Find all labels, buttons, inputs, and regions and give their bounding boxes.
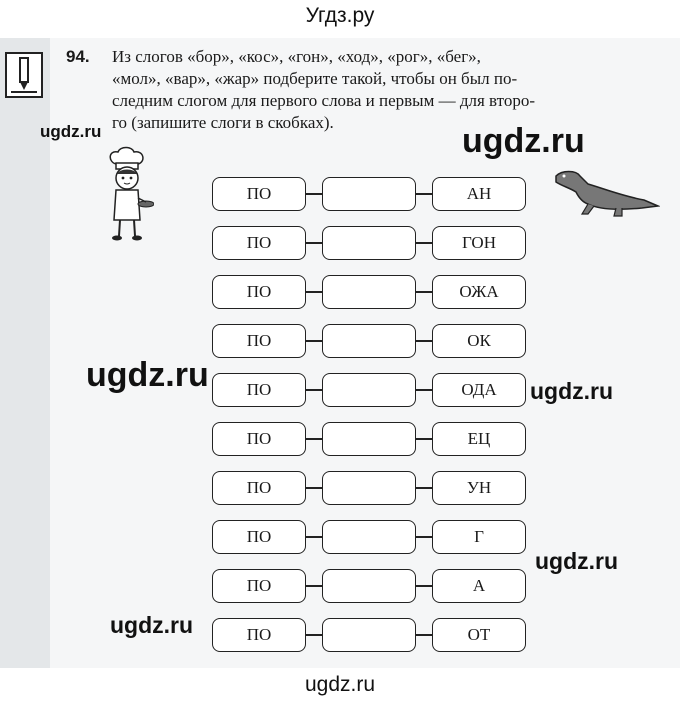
connector-line bbox=[416, 536, 432, 538]
watermark: ugdz.ru bbox=[110, 612, 194, 638]
ending-cell: ЕЦ bbox=[432, 422, 526, 456]
connector-line bbox=[306, 487, 322, 489]
task-line: Из слогов «бор», «кос», «гон», «ход», «р… bbox=[112, 47, 481, 66]
syllable-row: ПО ГОН bbox=[212, 226, 530, 264]
task-line: «мол», «вар», «жар» подберите такой, что… bbox=[112, 69, 518, 88]
watermark: ugdz.ru bbox=[86, 356, 209, 394]
footer-watermark: ugdz.ru bbox=[304, 673, 376, 696]
connector-line bbox=[416, 438, 432, 440]
prefix-cell: ПО bbox=[212, 471, 306, 505]
prefix-cell: ПО bbox=[212, 324, 306, 358]
prefix-cell: ПО bbox=[212, 618, 306, 652]
answer-cell[interactable] bbox=[322, 275, 416, 309]
prefix-cell: ПО bbox=[212, 177, 306, 211]
ending-cell: ОЖА bbox=[432, 275, 526, 309]
lizard-illustration bbox=[555, 170, 660, 217]
ending-cell: ОК bbox=[432, 324, 526, 358]
task-line: го (запишите слоги в скобках). bbox=[112, 113, 334, 132]
watermark: ugdz.ru bbox=[462, 122, 585, 160]
chef-illustration bbox=[109, 146, 154, 241]
connector-line bbox=[306, 242, 322, 244]
ending-cell: ГОН bbox=[432, 226, 526, 260]
ending-cell: АН bbox=[432, 177, 526, 211]
connector-line bbox=[306, 585, 322, 587]
answer-cell[interactable] bbox=[322, 422, 416, 456]
answer-cell[interactable] bbox=[322, 177, 416, 211]
watermark: ugdz.ru bbox=[530, 378, 614, 404]
watermark: ugdz.ru bbox=[40, 122, 102, 141]
prefix-cell: ПО bbox=[212, 373, 306, 407]
connector-line bbox=[416, 585, 432, 587]
syllable-row: ПО А bbox=[212, 569, 530, 607]
syllable-row: ПО ОК bbox=[212, 324, 530, 362]
prefix-cell: ПО bbox=[212, 275, 306, 309]
site-title: Угдз.ру bbox=[305, 4, 375, 27]
connector-line bbox=[416, 487, 432, 489]
answer-cell[interactable] bbox=[322, 520, 416, 554]
answer-cell[interactable] bbox=[322, 226, 416, 260]
connector-line bbox=[416, 291, 432, 293]
ending-cell: А bbox=[432, 569, 526, 603]
connector-line bbox=[416, 193, 432, 195]
task-number: 94. bbox=[66, 47, 90, 66]
syllable-row: ПО ОЖА bbox=[212, 275, 530, 313]
task-instruction: Из слогов «бор», «кос», «гон», «ход», «р… bbox=[112, 46, 654, 134]
ending-cell: Г bbox=[432, 520, 526, 554]
prefix-cell: ПО bbox=[212, 422, 306, 456]
syllable-row: ПО ОДА bbox=[212, 373, 530, 411]
task-line: следним слогом для первого слова и первы… bbox=[112, 91, 536, 110]
syllable-row: ПО ЕЦ bbox=[212, 422, 530, 460]
ending-cell: ОТ bbox=[432, 618, 526, 652]
connector-line bbox=[306, 340, 322, 342]
writing-task-icon bbox=[5, 52, 43, 98]
connector-line bbox=[416, 634, 432, 636]
connector-line bbox=[306, 193, 322, 195]
connector-line bbox=[416, 242, 432, 244]
syllable-row: ПО ОТ bbox=[212, 618, 530, 656]
syllable-row: ПО УН bbox=[212, 471, 530, 509]
answer-cell[interactable] bbox=[322, 324, 416, 358]
syllable-row: ПО Г bbox=[212, 520, 530, 558]
prefix-cell: ПО bbox=[212, 520, 306, 554]
ending-cell: УН bbox=[432, 471, 526, 505]
connector-line bbox=[306, 634, 322, 636]
connector-line bbox=[416, 340, 432, 342]
ending-cell: ОДА bbox=[432, 373, 526, 407]
prefix-cell: ПО bbox=[212, 226, 306, 260]
answer-cell[interactable] bbox=[322, 569, 416, 603]
answer-cell[interactable] bbox=[322, 373, 416, 407]
answer-cell[interactable] bbox=[322, 471, 416, 505]
syllable-row: ПО АН bbox=[212, 177, 530, 215]
page-margin-strip bbox=[0, 38, 50, 668]
prefix-cell: ПО bbox=[212, 569, 306, 603]
answer-cell[interactable] bbox=[322, 618, 416, 652]
watermark: ugdz.ru bbox=[535, 548, 619, 574]
connector-line bbox=[306, 438, 322, 440]
connector-line bbox=[306, 389, 322, 391]
connector-line bbox=[416, 389, 432, 391]
connector-line bbox=[306, 536, 322, 538]
connector-line bbox=[306, 291, 322, 293]
